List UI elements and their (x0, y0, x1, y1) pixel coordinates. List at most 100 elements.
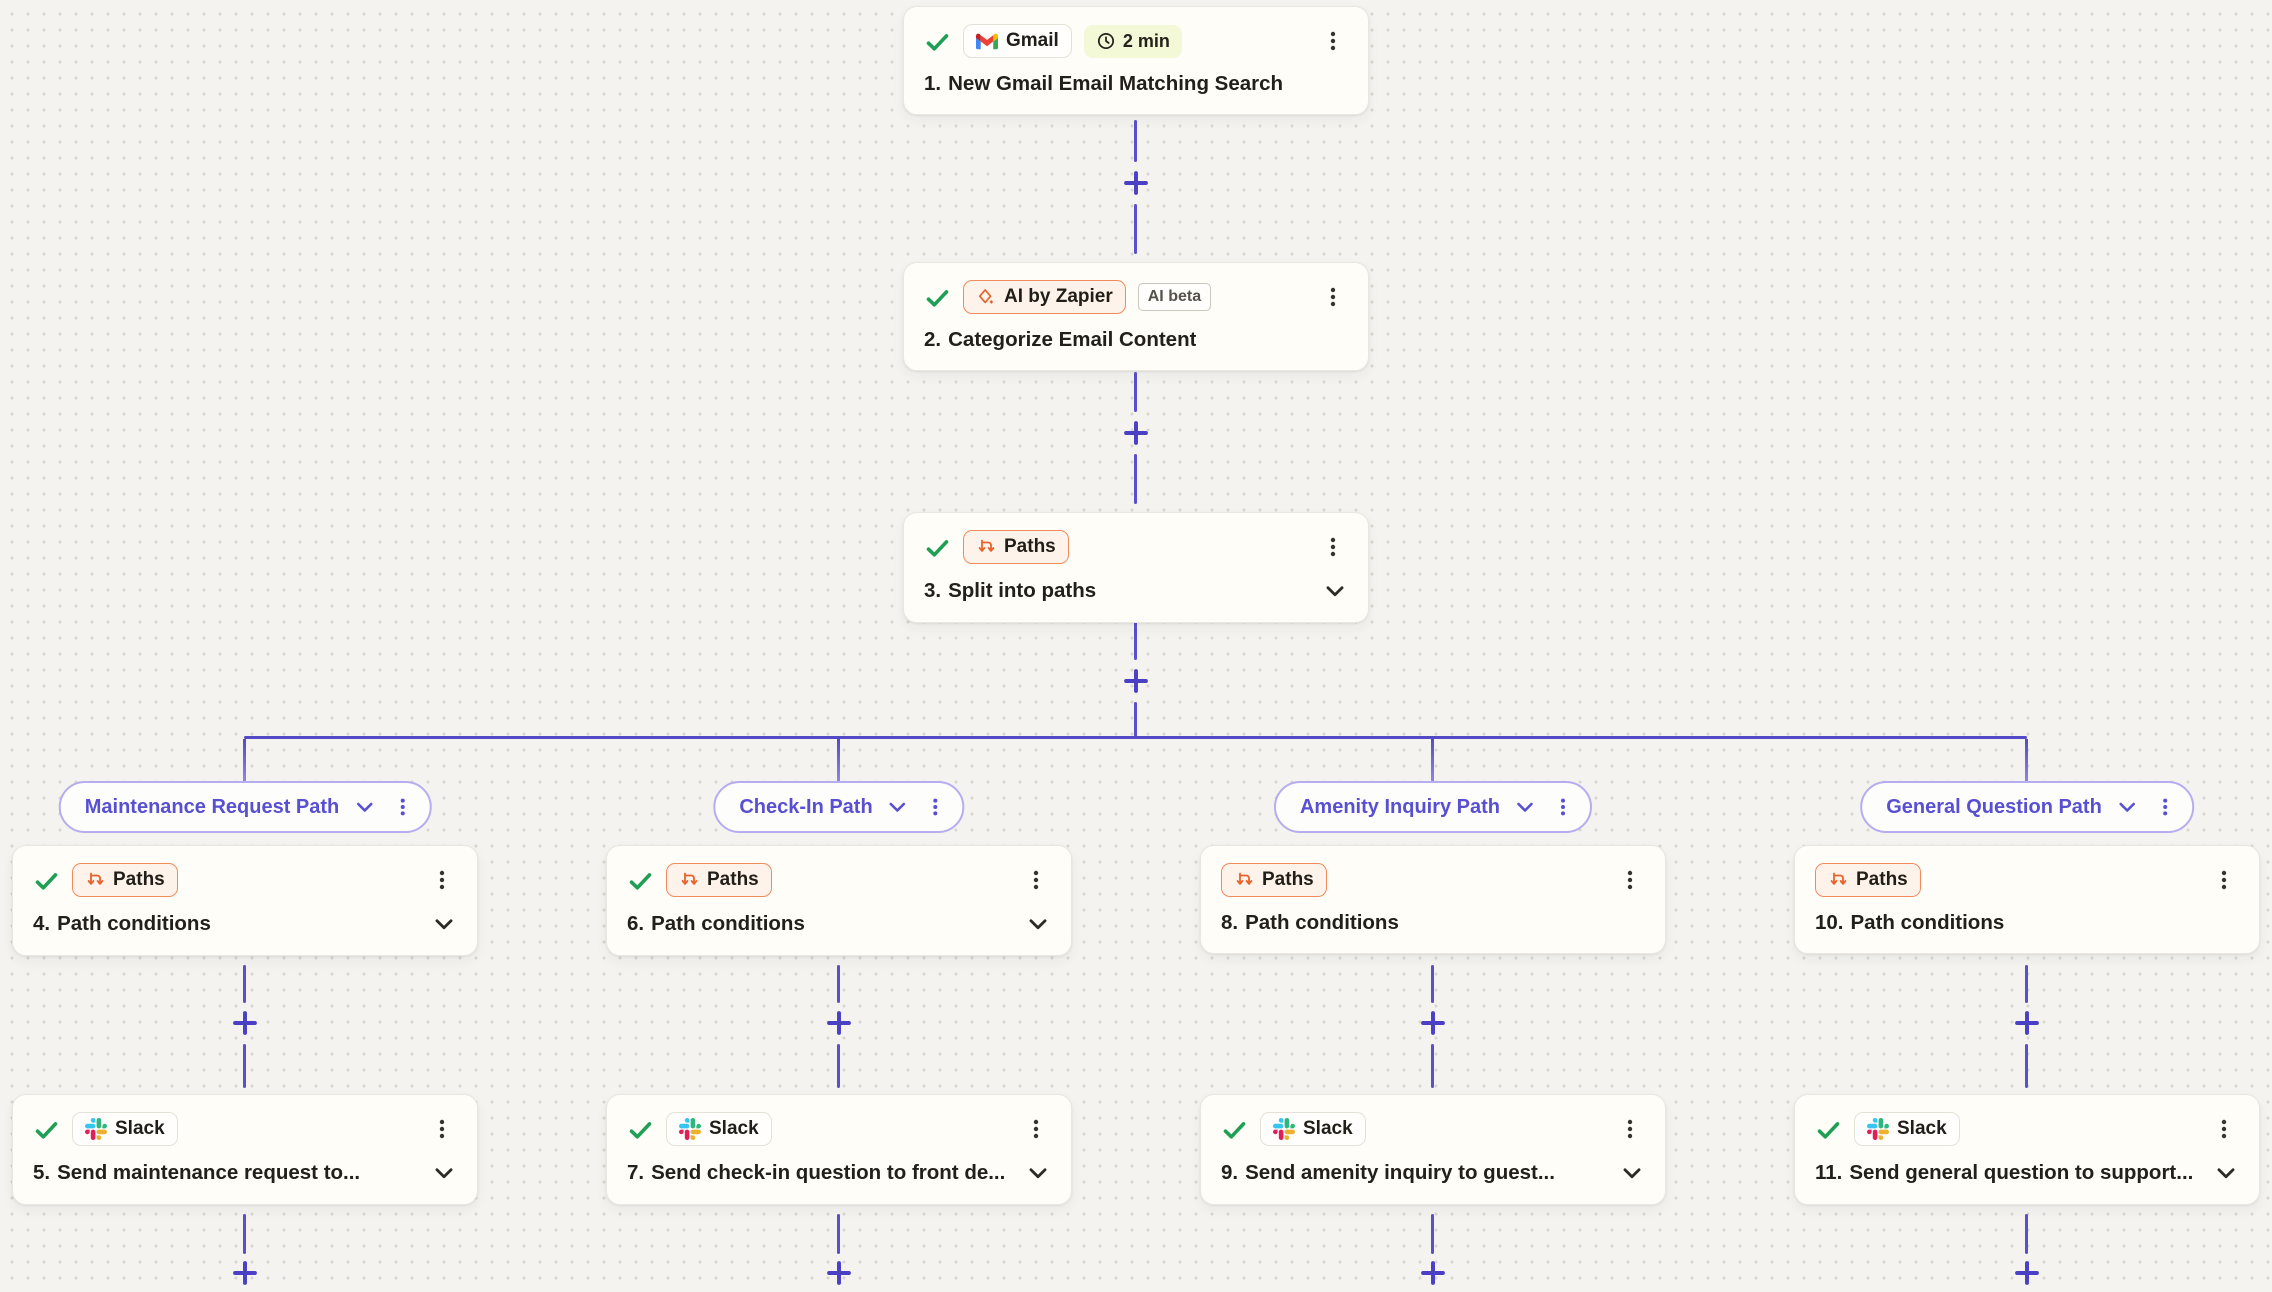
connector-line (2025, 1214, 2028, 1254)
chevron-down-icon[interactable] (1025, 1160, 1051, 1186)
step-number: 6. (627, 912, 645, 935)
step-title: Categorize Email Content (948, 328, 1197, 351)
chevron-down-icon[interactable] (2213, 1160, 2239, 1186)
step-title: Path conditions (651, 912, 805, 935)
step-node-split[interactable]: Paths 3. Split into paths (903, 512, 1369, 623)
kebab-menu-icon (391, 796, 413, 818)
add-step-button[interactable] (825, 1009, 853, 1037)
app-pill-slack: Slack (666, 1112, 772, 1146)
chevron-down-icon[interactable] (886, 795, 910, 819)
connector-line (837, 739, 840, 782)
app-pill-paths: Paths (666, 863, 772, 897)
add-step-button[interactable] (825, 1259, 853, 1287)
add-step-button[interactable] (1122, 667, 1150, 695)
plus-icon (231, 1259, 259, 1287)
kebab-menu-icon (430, 1117, 454, 1141)
chevron-down-icon[interactable] (431, 911, 457, 937)
step-title-row: 9. Send amenity inquiry to guest... (1221, 1160, 1645, 1186)
more-options-button[interactable] (1615, 1114, 1645, 1144)
timer-badge: 2 min (1083, 24, 1182, 58)
more-options-button[interactable] (2209, 1114, 2239, 1144)
add-step-button[interactable] (1122, 419, 1150, 447)
more-options-button[interactable] (1615, 865, 1645, 895)
path-label-pill-general[interactable]: General Question Path (1860, 781, 2194, 833)
more-options-button[interactable] (1318, 532, 1348, 562)
step-node-action-5[interactable]: Slack 5. Send maintenance request to... (12, 1094, 478, 1205)
kebab-menu-icon (1618, 868, 1642, 892)
connector-line (1134, 120, 1137, 162)
connector-line (1431, 1044, 1434, 1088)
check-icon (33, 1116, 60, 1143)
connector-line (2025, 1044, 2028, 1088)
add-step-button[interactable] (231, 1259, 259, 1287)
step-node-condition-10[interactable]: Paths 10. Path conditions (1794, 845, 2260, 954)
more-options-button[interactable] (2152, 794, 2178, 820)
more-options-button[interactable] (427, 865, 457, 895)
step-title-row: 11. Send general question to support... (1815, 1160, 2239, 1186)
more-options-button[interactable] (427, 1114, 457, 1144)
add-step-button[interactable] (231, 1009, 259, 1037)
more-options-button[interactable] (1318, 26, 1348, 56)
app-pill-slack: Slack (1260, 1112, 1366, 1146)
chevron-down-icon[interactable] (1322, 578, 1348, 604)
chevron-down-icon[interactable] (431, 1160, 457, 1186)
step-node-condition-6[interactable]: Paths 6. Path conditions (606, 845, 1072, 956)
more-options-button[interactable] (1021, 865, 1051, 895)
check-icon (33, 867, 60, 894)
app-label: Paths (1856, 869, 1908, 890)
chevron-down-icon[interactable] (2115, 795, 2139, 819)
step-title: Split into paths (948, 579, 1097, 602)
step-title-row: 6. Path conditions (627, 911, 1051, 937)
app-label: Slack (115, 1118, 165, 1139)
chevron-down-icon[interactable] (1619, 1160, 1645, 1186)
step-number: 10. (1815, 911, 1844, 934)
step-node-action-9[interactable]: Slack 9. Send amenity inquiry to guest..… (1200, 1094, 1666, 1205)
kebab-menu-icon (1321, 285, 1345, 309)
add-step-button[interactable] (1419, 1009, 1447, 1037)
step-header: Gmail 2 min (924, 23, 1348, 59)
chevron-down-icon[interactable] (1513, 795, 1537, 819)
step-node-action-7[interactable]: Slack 7. Send check-in question to front… (606, 1094, 1072, 1205)
step-node-trigger[interactable]: Gmail 2 min 1. New Gmail Email Matching … (903, 6, 1369, 115)
step-number: 3. (924, 579, 942, 602)
step-node-categorize[interactable]: AI by Zapier AI beta 2. Categorize Email… (903, 262, 1369, 371)
step-node-condition-8[interactable]: Paths 8. Path conditions (1200, 845, 1666, 954)
plus-icon (231, 1009, 259, 1037)
connector-line (1134, 620, 1137, 660)
path-label: General Question Path (1886, 795, 2102, 818)
chevron-down-icon[interactable] (1025, 911, 1051, 937)
kebab-menu-icon (2212, 1117, 2236, 1141)
connector-line (243, 965, 246, 1003)
add-step-button[interactable] (2013, 1259, 2041, 1287)
path-label-pill-maintenance[interactable]: Maintenance Request Path (58, 781, 432, 833)
connector-line (243, 739, 246, 782)
timer-label: 2 min (1122, 30, 1170, 51)
path-label: Amenity Inquiry Path (1299, 795, 1501, 818)
more-options-button[interactable] (2209, 865, 2239, 895)
app-label: Paths (1262, 869, 1314, 890)
step-node-condition-4[interactable]: Paths 4. Path conditions (12, 845, 478, 956)
chevron-down-icon[interactable] (352, 795, 376, 819)
more-options-button[interactable] (923, 794, 949, 820)
check-icon (924, 28, 951, 55)
add-step-button[interactable] (1122, 169, 1150, 197)
app-pill-paths: Paths (963, 530, 1069, 564)
clock-icon (1096, 31, 1116, 51)
path-label-pill-amenity[interactable]: Amenity Inquiry Path (1273, 781, 1593, 833)
more-options-button[interactable] (1318, 282, 1348, 312)
step-node-action-11[interactable]: Slack 11. Send general question to suppo… (1794, 1094, 2260, 1205)
connector-line (1134, 702, 1137, 738)
step-title: Path conditions (57, 912, 211, 935)
more-options-button[interactable] (1021, 1114, 1051, 1144)
app-label: Slack (1303, 1118, 1353, 1139)
add-step-button[interactable] (2013, 1009, 2041, 1037)
more-options-button[interactable] (389, 794, 415, 820)
step-number: 5. (33, 1161, 51, 1184)
step-number: 2. (924, 328, 942, 351)
more-options-button[interactable] (1550, 794, 1576, 820)
step-header: Paths (627, 862, 1051, 898)
path-label-pill-check-in[interactable]: Check-In Path (713, 781, 965, 833)
add-step-button[interactable] (1419, 1259, 1447, 1287)
step-title: New Gmail Email Matching Search (948, 72, 1284, 95)
